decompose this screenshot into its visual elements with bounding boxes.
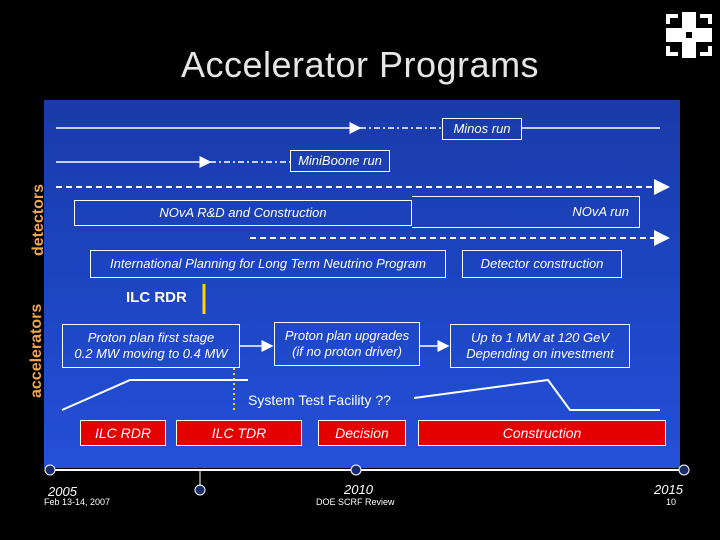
timeline-now-dot [194,484,206,496]
detector-construction-text: Detector construction [480,255,604,271]
ilc-rdr-red-text: ILC RDR [94,425,151,441]
minos-run-text: Minos run [453,120,511,136]
international-planning-text: International Planning for Long Term Neu… [109,255,427,271]
minos-run-box: Minos run [442,118,522,140]
year-2005: 2005 [48,484,77,499]
proton-upgrades-text: Proton plan upgrades (if no proton drive… [284,327,410,359]
nova-run-box: NOvA run [412,196,640,228]
mw120-text: Up to 1 MW at 120 GeV Depending on inves… [466,329,614,361]
footer-page: 10 [666,497,677,507]
system-test-facility-label: System Test Facility ?? [248,392,391,408]
ilc-tdr-red-text: ILC TDR [211,425,267,441]
ilc-tdr-red-box: ILC TDR [176,420,302,446]
decision-red-box: Decision [318,420,406,446]
construction-red-box: Construction [418,420,666,446]
ilc-rdr-marker-label: ILC RDR [126,289,187,306]
miniboone-run-text: MiniBoone run [298,152,382,168]
ilc-rdr-red-box: ILC RDR [80,420,166,446]
footer-date: Feb 13-14, 2007 [44,497,111,507]
construction-red-text: Construction [502,425,582,441]
proton-first-stage-text: Proton plan first stage 0.2 MW moving to… [74,329,228,361]
detector-construction-box: Detector construction [462,250,622,278]
timeline-2015-dot [678,464,690,476]
accelerators-label: accelerators [28,303,45,398]
proton-first-stage-box: Proton plan first stage 0.2 MW moving to… [62,324,240,368]
year-2010: 2010 [344,482,373,497]
footer-review: DOE SCRF Review [316,497,395,507]
fermilab-logo-icon [666,12,712,58]
mw120-box: Up to 1 MW at 120 GeV Depending on inves… [450,324,630,368]
detectors-label: detectors [30,183,47,256]
page-title: Accelerator Programs [180,44,540,85]
decision-red-text: Decision [335,425,389,441]
nova-rd-text: NOvA R&D and Construction [159,204,327,220]
year-2015: 2015 [654,482,683,497]
miniboone-run-box: MiniBoone run [290,150,390,172]
international-planning-box: International Planning for Long Term Neu… [90,250,446,278]
nova-rd-box: NOvA R&D and Construction [74,200,412,226]
proton-upgrades-box: Proton plan upgrades (if no proton drive… [274,322,420,366]
nova-run-text: NOvA run [572,203,629,219]
